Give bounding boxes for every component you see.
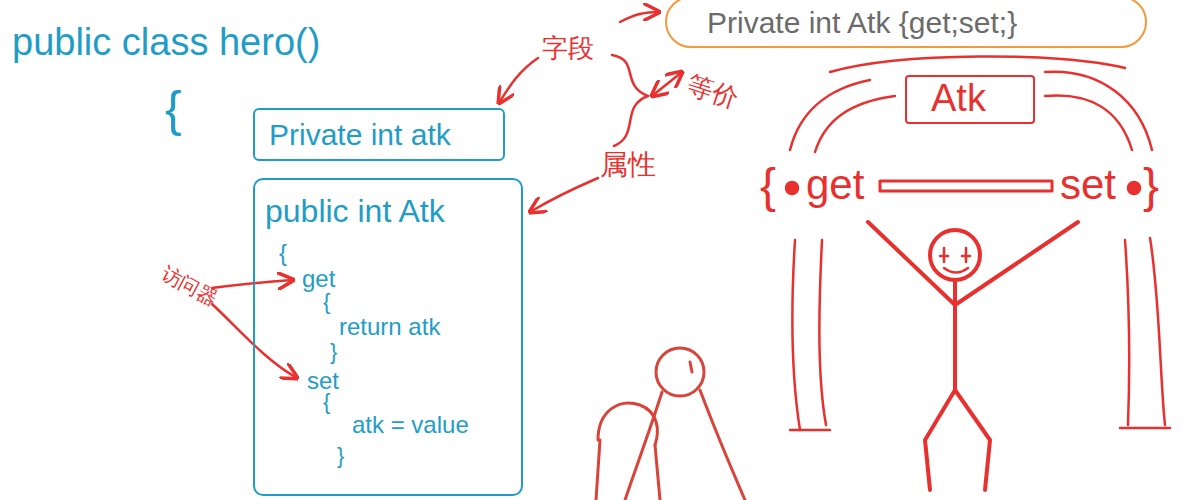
- code-text: get: [302, 266, 335, 292]
- sketch-figures: [596, 348, 745, 500]
- code-text: {: [323, 390, 330, 414]
- annotation: 字段: [542, 34, 594, 63]
- arch-line: [792, 240, 800, 430]
- code-text: Atk: [931, 78, 986, 120]
- arch-line: [819, 240, 826, 425]
- barbell-get: get: [806, 162, 864, 208]
- field-box: Private int atk: [253, 108, 505, 161]
- arch-line: [1045, 95, 1132, 150]
- field-arrow: [499, 58, 538, 103]
- atk-box: Atk: [905, 75, 1035, 124]
- code-text: public int Atk: [265, 194, 445, 229]
- property-arrow: [530, 178, 598, 212]
- code-text: return atk: [339, 314, 440, 340]
- auto-property-box: Private int Atk {get;set;}: [665, 0, 1147, 48]
- annotation: 等价: [683, 70, 741, 113]
- code-text: atk = value: [352, 412, 469, 438]
- arch-line: [1045, 72, 1152, 150]
- annotation: 访问器: [158, 262, 221, 310]
- arch-line: [1125, 240, 1129, 425]
- arch-line: [815, 96, 895, 152]
- arch-line: [830, 56, 1125, 72]
- code-text: Private int atk: [269, 118, 451, 151]
- annotation: 属性: [600, 150, 656, 181]
- barbell-bar: [880, 181, 1052, 191]
- brace: {: [165, 82, 182, 137]
- arch-line: [1150, 238, 1165, 425]
- pointer-arrow: [620, 12, 659, 22]
- barbell-set: set: [1060, 162, 1116, 208]
- barbell-brace: {: [760, 160, 776, 213]
- barbell-weight: [1128, 182, 1140, 194]
- barbell-brace: }: [1143, 160, 1159, 213]
- code-text: }: [330, 340, 337, 364]
- equivalence-arrow: [652, 72, 682, 96]
- arch-line: [790, 80, 870, 150]
- property-box: public int Atk{get{return atk}set{atk = …: [253, 178, 523, 496]
- bracket: [612, 55, 648, 146]
- stick-figure: [868, 222, 1078, 490]
- class-declaration: public class hero(): [12, 22, 320, 64]
- code-text: Private int Atk {get;set;}: [707, 6, 1017, 39]
- code-text: {: [279, 240, 287, 266]
- barbell-weight: [786, 182, 798, 194]
- code-text: {: [323, 290, 330, 314]
- code-text: }: [337, 444, 344, 468]
